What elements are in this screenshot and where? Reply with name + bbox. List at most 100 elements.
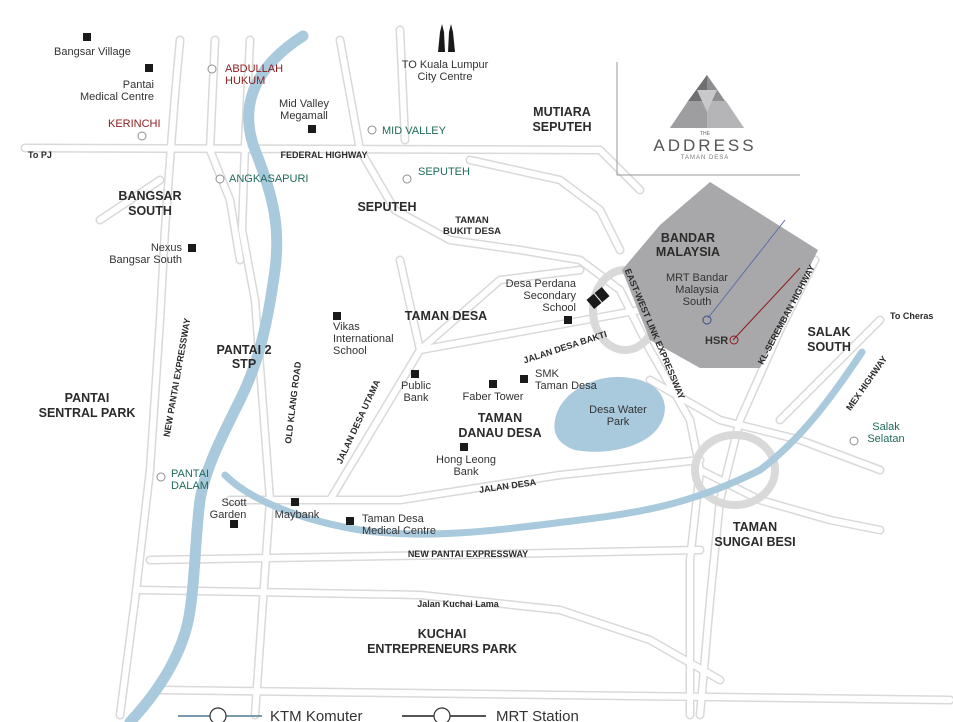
station-pantai-dalam-l2: DALAM [171, 480, 209, 492]
station-markers [137, 64, 859, 482]
mrt-line-segment [707, 219, 786, 319]
station-salak-selatan-l1: Salak [872, 421, 900, 433]
area-kuchai-l1: KUCHAI [418, 627, 467, 641]
area-kuchai-l2: ENTREPRENEURS PARK [367, 642, 517, 656]
station-dot-kerinchi [137, 131, 147, 141]
poi-desa-perdana-l1: Desa Perdana [506, 278, 577, 290]
poi-marker-vikas [333, 312, 341, 320]
station-dot-angkasapuri [215, 174, 225, 184]
legend-mrt-label: MRT Station [496, 708, 579, 722]
poi-mid-valley-l2: Megamall [280, 110, 328, 122]
poi-vikas-l3: School [333, 345, 367, 357]
poi-marker-faber [489, 380, 497, 388]
poi-hsr: HSR [705, 335, 728, 347]
station-dot-seputeh [402, 174, 412, 184]
poi-marker-public-bank [411, 370, 419, 378]
poi-marker-maybank [291, 498, 299, 506]
station-pantai-dalam-l1: PANTAI [171, 468, 209, 480]
poi-desa-water-park-l1: Desa Water [589, 404, 647, 416]
poi-vikas-l1: Vikas [333, 321, 360, 333]
area-mutiara-seputeh-l2: SEPUTEH [532, 120, 591, 134]
area-mutiara-seputeh-l1: MUTIARA [533, 105, 591, 119]
area-taman-bukit-desa-l2: BUKIT DESA [443, 226, 501, 237]
station-angkasapuri: ANGKASAPURI [229, 173, 308, 185]
poi-maybank: Maybank [275, 509, 320, 521]
poi-klcc-l2: City Centre [417, 71, 472, 83]
twin-towers-icon [438, 24, 455, 52]
station-seputeh: SEPUTEH [418, 166, 470, 178]
brand-name: ADDRESS [653, 136, 756, 155]
station-dot-mid-valley [367, 125, 377, 135]
road-old-klang: OLD KLANG ROAD [283, 361, 303, 445]
road-new-pantai-vertical: NEW PANTAI EXPRESSWAY [162, 317, 193, 437]
station-abdullah-hukum-l1: ABDULLAH [225, 63, 283, 75]
poi-desa-perdana-l3: School [542, 302, 576, 314]
poi-hong-leong-l2: Bank [453, 466, 479, 478]
poi-desa-perdana-l2: Secondary [523, 290, 576, 302]
area-salak-south-l1: SALAK [807, 325, 850, 339]
poi-marker-tdmc [346, 517, 354, 525]
river-branch [221, 348, 866, 538]
poi-marker-hong-leong [460, 443, 468, 451]
road-jalan-kuchai-lama: Jalan Kuchai Lama [417, 599, 500, 609]
area-pantai-2-stp-l2: STP [232, 357, 256, 371]
desa-water-park-lake [554, 376, 665, 452]
poi-marker-scott-garden [230, 520, 238, 528]
poi-klcc-l1: TO Kuala Lumpur [402, 59, 489, 71]
area-taman-desa: TAMAN DESA [405, 309, 487, 323]
station-kerinchi: KERINCHI [108, 118, 161, 130]
poi-bangsar-village: Bangsar Village [54, 46, 131, 58]
poi-tdmc-l2: Medical Centre [362, 525, 436, 537]
poi-marker-bangsar-village [83, 33, 91, 41]
station-dot-abdullah-hukum [207, 64, 217, 74]
poi-marker-smk [520, 375, 528, 383]
poi-public-bank-l1: Public [401, 380, 431, 392]
hsr-line-segment [732, 267, 801, 341]
station-dot-pantai-dalam [156, 472, 166, 482]
poi-marker-pantai-medical [145, 64, 153, 72]
poi-pantai-medical-l1: Pantai [123, 79, 154, 91]
area-bandar-malaysia-l1: BANDAR [661, 231, 715, 245]
station-abdullah-hukum-l2: HUKUM [225, 75, 265, 87]
area-bangsar-south-l2: SOUTH [128, 204, 172, 218]
poi-scott-garden-l1: Scott [221, 497, 246, 509]
bandar-malaysia-zone [622, 182, 818, 368]
area-bangsar-south-l1: BANGSAR [118, 189, 181, 203]
poi-mrt-bandar-malaysia-l3: South [683, 296, 712, 308]
area-taman-danau-desa-l2: DANAU DESA [458, 426, 541, 440]
poi-marker-mid-valley [308, 125, 316, 133]
poi-vikas-l2: International [333, 333, 394, 345]
road-new-pantai-horizontal: NEW PANTAI EXPRESSWAY [408, 549, 528, 559]
area-pantai-sentral-l1: PANTAI [65, 391, 110, 405]
poi-smk-l2: Taman Desa [535, 380, 598, 392]
road-network-inner [22, 27, 953, 718]
poi-mid-valley-l1: Mid Valley [279, 98, 329, 110]
legend-mrt-icon [433, 707, 451, 722]
area-taman-danau-desa-l1: TAMAN [478, 411, 522, 425]
the-address-site-icon [586, 286, 610, 310]
station-dot-hsr [729, 335, 739, 345]
station-mid-valley: MID VALLEY [382, 125, 447, 137]
poi-marker-desa-perdana [564, 316, 572, 324]
interchange-loop-south [691, 431, 779, 509]
station-salak-selatan-l2: Selatan [867, 433, 904, 445]
road-jalan-desa-bakti: JALAN DESA BAKTI [522, 329, 608, 365]
poi-nexus-l1: Nexus [151, 242, 183, 254]
legend-ktm-icon [209, 707, 227, 722]
road-to-pj: To PJ [28, 150, 52, 160]
poi-mrt-bandar-malaysia-l1: MRT Bandar [666, 272, 728, 284]
station-dot-salak-selatan [849, 436, 859, 446]
road-federal-highway: FEDERAL HIGHWAY [280, 150, 367, 160]
road-to-cheras: To Cheras [890, 311, 933, 321]
area-pantai-sentral-l2: SENTRAL PARK [39, 406, 136, 420]
poi-tdmc-l1: Taman Desa [362, 513, 425, 525]
road-network [20, 25, 953, 720]
poi-pantai-medical-l2: Medical Centre [80, 91, 154, 103]
area-bandar-malaysia-l2: MALAYSIA [656, 245, 720, 259]
brand-logo: THE ADDRESS TAMAN DESA [653, 75, 756, 161]
area-taman-sungai-besi-l1: TAMAN [733, 520, 777, 534]
brand-prefix: THE [700, 131, 711, 137]
poi-marker-nexus [188, 244, 196, 252]
poi-hong-leong-l1: Hong Leong [436, 454, 496, 466]
area-taman-bukit-desa-l1: TAMAN [455, 215, 489, 226]
